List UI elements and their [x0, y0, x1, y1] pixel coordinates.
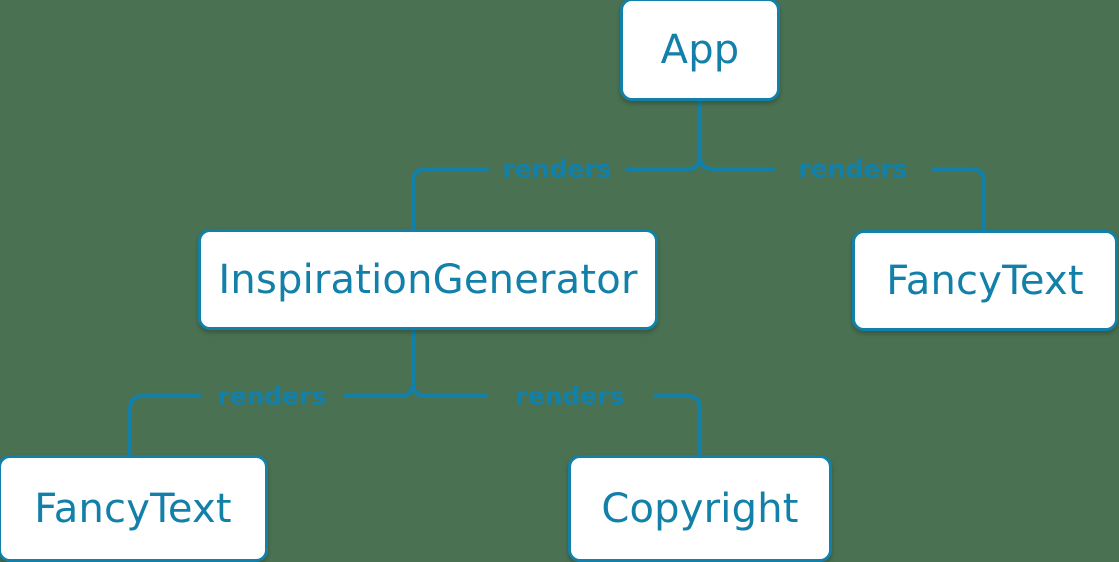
edge-label-inspirationgenerator-renders-copyright: renders [515, 381, 625, 411]
node-inspirationgenerator-label: InspirationGenerator [218, 256, 638, 303]
edge-app-trunk-right-corner [698, 154, 715, 171]
node-fancytext-right-label: FancyText [886, 257, 1084, 304]
edge-ig-trunk [398, 328, 415, 398]
node-fancytext-right[interactable]: FancyText [852, 230, 1118, 331]
edge-label-inspirationgenerator-renders-fancytext: renders [217, 381, 327, 411]
node-app-label: App [660, 26, 740, 73]
node-fancytext-bottom-label: FancyText [34, 485, 232, 532]
node-copyright[interactable]: Copyright [568, 455, 832, 562]
node-copyright-label: Copyright [601, 485, 799, 532]
edge-label-app-renders-inspirationgenerator: renders [502, 154, 612, 184]
edge-ig-fancytext-left-b [128, 394, 202, 457]
node-inspirationgenerator[interactable]: InspirationGenerator [198, 229, 658, 330]
node-fancytext-bottom[interactable]: FancyText [0, 455, 268, 562]
edge-ig-trunk-right-corner [411, 381, 428, 398]
edge-app-inspiration-left-b [411, 167, 489, 231]
edge-app-fancytext-right-b [931, 167, 986, 232]
node-app[interactable]: App [620, 0, 780, 101]
edge-label-app-renders-fancytext: renders [798, 154, 908, 184]
edge-ig-copyright-right-b [653, 394, 702, 457]
edge-app-trunk [685, 99, 702, 171]
